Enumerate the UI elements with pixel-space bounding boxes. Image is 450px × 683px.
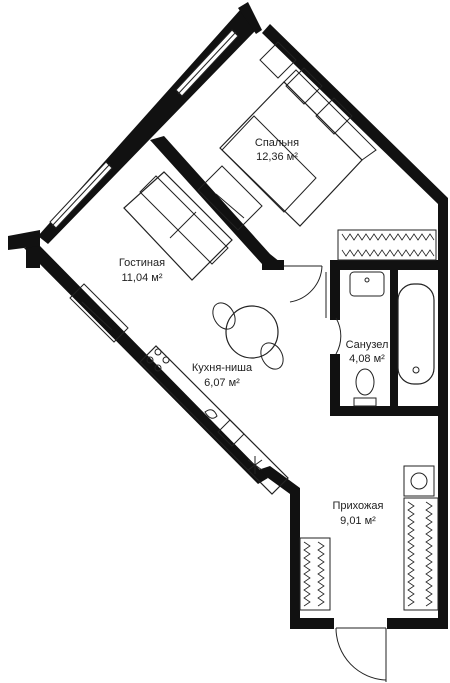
living-furniture <box>69 171 233 343</box>
bathtub <box>397 283 435 385</box>
room-area-kitchen: 6,07 м² <box>204 377 240 389</box>
chair-2 <box>260 342 284 370</box>
hob-1 <box>146 356 154 364</box>
bedroom-desk <box>197 165 263 231</box>
wardrobe-hall-right <box>403 497 439 611</box>
sofa <box>123 171 233 281</box>
bath-sink <box>349 271 385 297</box>
dining-table <box>225 305 279 359</box>
bedroom-furniture <box>197 41 377 231</box>
wall-living-bedroom-stub <box>262 260 284 270</box>
pillow-2 <box>315 97 353 135</box>
wall-bath-west-lower <box>330 354 340 414</box>
hob-2 <box>154 348 162 356</box>
sofa-back <box>139 175 229 265</box>
room-area-bathroom: 4,08 м² <box>349 353 385 365</box>
door-bedroom[interactable] <box>284 265 323 303</box>
walls <box>8 2 448 629</box>
room-name-hallway: Прихожая <box>333 500 384 512</box>
wall-bath-divider <box>390 270 398 410</box>
wall-bedroom-bath <box>330 260 438 270</box>
room-area-hallway: 9,01 м² <box>340 515 376 527</box>
kitchen-sink <box>217 419 245 447</box>
wall-south-west-diagonal <box>24 246 268 484</box>
bed-blanket <box>221 115 317 213</box>
wall-top-corner <box>238 2 262 34</box>
room-name-living: Гостиная <box>119 257 165 269</box>
toilet-tank <box>353 397 377 407</box>
tv-stand <box>69 283 129 343</box>
dining-set <box>212 302 284 370</box>
door-entrance[interactable] <box>335 627 387 682</box>
room-name-kitchen: Кухня-ниша <box>192 362 253 374</box>
wardrobes <box>299 229 439 611</box>
wall-bath-south <box>330 406 438 416</box>
wall-hall-west <box>290 522 300 629</box>
windows <box>49 29 239 229</box>
wardrobe-bedroom <box>337 229 437 261</box>
wall-living-bedroom <box>150 136 280 270</box>
bathroom-fixtures <box>349 271 435 497</box>
doors <box>284 265 387 682</box>
room-area-living: 11,04 м² <box>122 272 163 284</box>
room-name-bathroom: Санузел <box>346 339 389 351</box>
pillow-1 <box>285 67 323 105</box>
room-labels: Спальня 12,36 м² Гостиная 11,04 м² Кухня… <box>119 137 389 527</box>
kitchen-counter <box>139 345 289 495</box>
bed-headboard <box>283 69 377 161</box>
wall-bath-west-upper <box>330 260 340 320</box>
room-name-bedroom: Спальня <box>255 137 299 149</box>
wall-south-hall-right <box>387 618 448 629</box>
hob-4 <box>162 356 170 364</box>
toilet <box>355 368 375 396</box>
wall-east <box>438 204 448 629</box>
washing-machine <box>403 465 435 497</box>
wall-west-corner <box>8 230 40 250</box>
wardrobe-hall-left <box>299 537 331 611</box>
wall-north-east-diagonal <box>262 24 448 214</box>
door-bathroom[interactable] <box>335 317 342 355</box>
wall-kitchen-return <box>258 466 300 530</box>
room-area-bedroom: 12,36 м² <box>256 151 298 163</box>
hob-3 <box>154 364 162 372</box>
kitchen-tap <box>204 409 218 419</box>
nightstand <box>259 41 297 79</box>
wall-south-hall-left <box>290 618 334 629</box>
chair-1 <box>212 302 236 330</box>
